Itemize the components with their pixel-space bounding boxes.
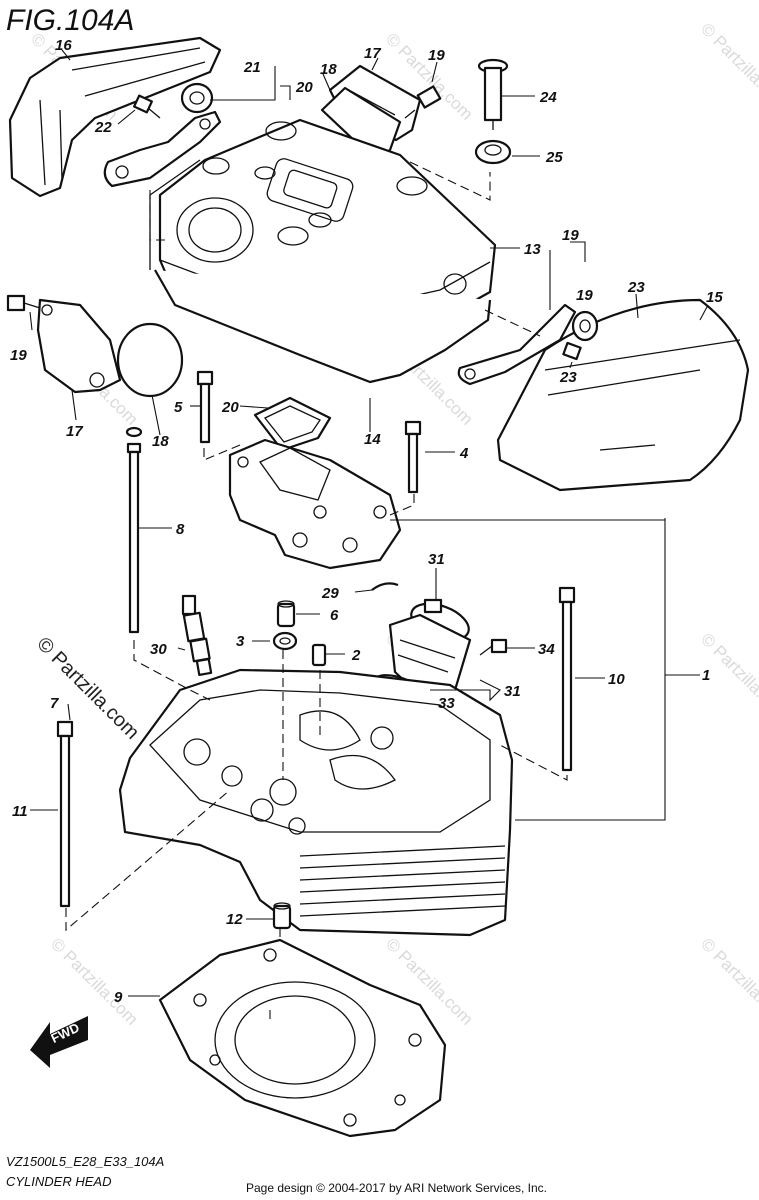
part-20-gasket[interactable] — [253, 396, 332, 452]
callout-33: 31 — [428, 551, 445, 568]
callout-10: 10 — [608, 671, 625, 688]
callout-7: 7 — [50, 695, 59, 712]
part-24-grommet[interactable] — [180, 82, 214, 114]
callout-23: 20 — [295, 79, 313, 96]
callout-29: 29 — [321, 585, 339, 602]
callout-18-left: 18 — [152, 433, 169, 450]
callout-34: 34 — [538, 641, 555, 658]
page-credit: Page design © 2004-2017 by ARI Network S… — [246, 1181, 547, 1195]
callout-13: 13 — [524, 241, 541, 258]
part-28-grommet[interactable] — [474, 139, 512, 165]
part-3-washer[interactable] — [272, 631, 298, 651]
watermark: © Partzilla.com — [697, 19, 759, 113]
callout-18: 18 — [320, 61, 337, 78]
callout-6: 6 — [330, 607, 339, 624]
callout-16: 16 — [55, 37, 72, 54]
callout-19: 19 — [428, 47, 445, 64]
callout-11: 11 — [12, 803, 28, 820]
watermark: © Partzilla.com — [697, 934, 759, 1028]
part-14-gasket[interactable] — [149, 159, 492, 384]
part-15-right-cover[interactable] — [496, 298, 750, 492]
callout-31: 31 — [504, 683, 521, 700]
callout-25-right: 23 — [559, 369, 577, 386]
callout-20: 20 — [221, 399, 239, 416]
callout-5: 5 — [174, 399, 183, 416]
callout-22: 19 — [576, 287, 593, 304]
callout-8: 8 — [176, 521, 185, 538]
part-25-bolt-right[interactable] — [562, 341, 582, 361]
fwd-arrow: FWD — [30, 1016, 88, 1068]
part-1-cylinder-head[interactable] — [118, 668, 514, 937]
callout-32: 33 — [438, 695, 455, 712]
part-4-bolt[interactable] — [404, 420, 422, 494]
part-12-dowel[interactable] — [272, 902, 292, 930]
callout-19-left: 19 — [10, 347, 27, 364]
figure-code: VZ1500L5_E28_E33_104A — [6, 1154, 164, 1169]
part-16-left-cover[interactable] — [8, 36, 222, 198]
part-19-bolt-top[interactable] — [404, 85, 442, 119]
part-7-bolt[interactable] — [56, 720, 74, 908]
part-30-spark-plug[interactable] — [181, 594, 213, 677]
figure-name: CYLINDER HEAD — [6, 1174, 111, 1189]
callout-9: 9 — [114, 989, 123, 1006]
callout-1: 1 — [702, 667, 710, 684]
part-6-dowel[interactable] — [276, 600, 296, 628]
part-cam-holder[interactable] — [228, 438, 402, 570]
leader-lines — [29, 49, 709, 1020]
callout-28: 25 — [545, 149, 563, 166]
part-10-bolt[interactable] — [558, 586, 576, 772]
part-18-oring-left[interactable] — [116, 322, 184, 398]
part-34-screw[interactable] — [479, 638, 508, 656]
part-22-grommet[interactable] — [571, 310, 599, 342]
callout-21: 19 — [562, 227, 579, 244]
callout-15: 15 — [706, 289, 723, 306]
part-8-stud[interactable] — [125, 426, 143, 634]
part-2-pin[interactable] — [311, 643, 327, 667]
callouts: 16 21 20 22 17 18 19 24 25 13 19 19 23 1… — [10, 37, 723, 1006]
watermark: © Partzilla.com — [47, 934, 141, 1028]
part-19-bolt-left[interactable] — [6, 294, 41, 312]
callout-12: 12 — [226, 911, 243, 928]
callout-17-left: 17 — [66, 423, 83, 440]
part-27-bolt[interactable] — [477, 58, 509, 130]
callout-3: 3 — [236, 633, 245, 650]
part-25-bolt[interactable] — [133, 94, 161, 119]
callout-14: 14 — [364, 431, 381, 448]
part-23-bracket[interactable] — [103, 110, 222, 188]
callout-17: 17 — [364, 45, 381, 62]
figure-title: FIG.104A — [6, 4, 134, 37]
part-17-cover-left[interactable] — [36, 298, 122, 394]
callout-30: 30 — [150, 641, 167, 658]
watermark-main: © Partzilla.com — [32, 633, 143, 744]
part-5-bolt[interactable] — [196, 370, 214, 444]
callout-4: 4 — [459, 445, 469, 462]
part-29-clip[interactable] — [371, 582, 399, 591]
callout-2: 2 — [351, 647, 361, 664]
callout-26: 23 — [627, 279, 645, 296]
callout-27: 24 — [539, 89, 557, 106]
part-9-head-gasket[interactable] — [158, 938, 447, 1138]
part-21-bracket[interactable] — [457, 303, 577, 386]
callout-24: 21 — [243, 59, 261, 76]
callout-25: 22 — [94, 119, 112, 136]
